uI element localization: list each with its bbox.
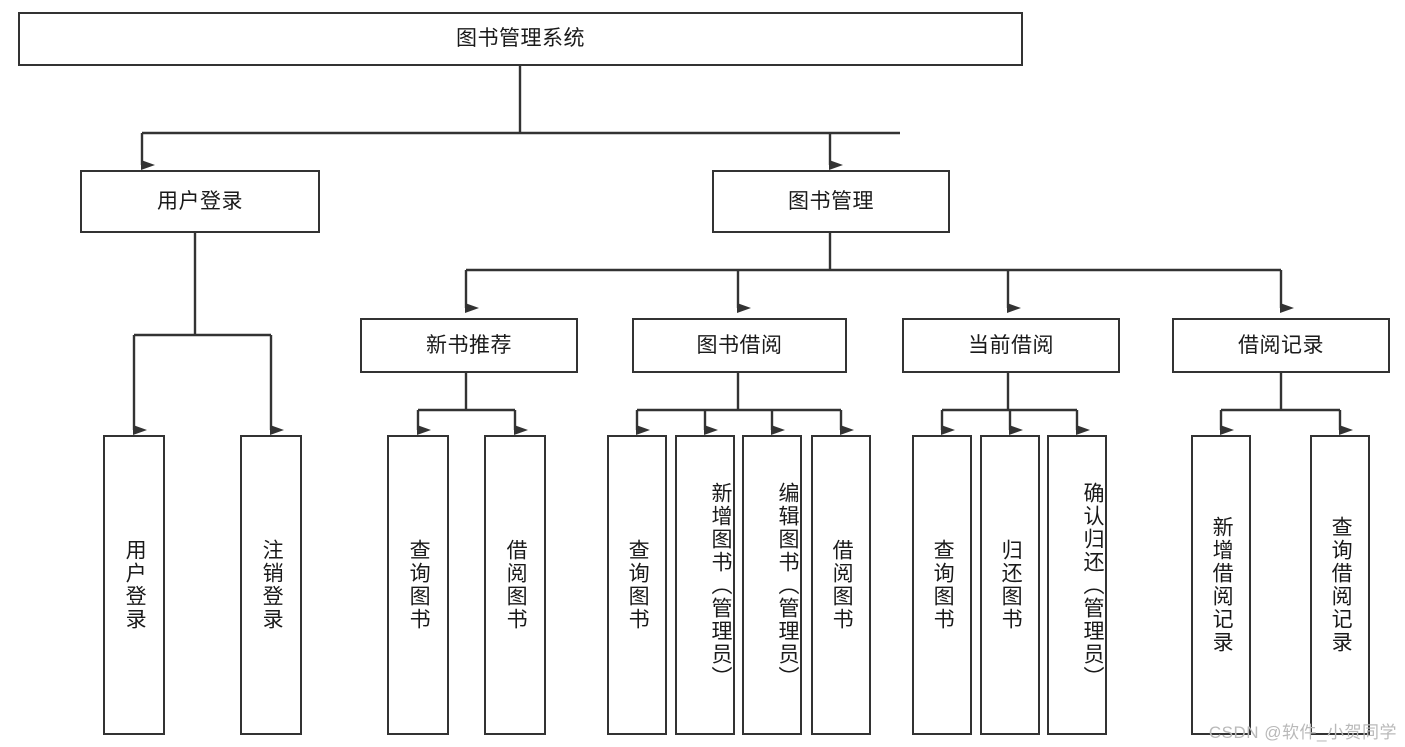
node-label: 用户登录 [123, 539, 147, 631]
leaf-record-query-record[interactable]: 查询借阅记录 [1310, 435, 1370, 735]
leaf-newbook-query-book[interactable]: 查询图书 [387, 435, 449, 735]
node-label: 借阅图书 [504, 539, 528, 631]
node-label: 注销登录 [260, 539, 284, 631]
watermark: CSDN @软件_小贺同学 [1208, 723, 1397, 742]
node-label: 确认归还（管理员） [1081, 481, 1104, 689]
node-label: 借阅图书 [830, 539, 854, 631]
node-label: 查询图书 [931, 539, 955, 631]
leaf-borrow-add-book-admin[interactable]: 新增图书（管理员） [675, 435, 735, 735]
leaf-borrow-edit-book-admin[interactable]: 编辑图书（管理员） [742, 435, 802, 735]
leaf-user-login-signin[interactable]: 用户登录 [103, 435, 165, 735]
node-new-book-recommend[interactable]: 新书推荐 [360, 318, 578, 373]
node-label: 借阅记录 [1238, 333, 1324, 357]
node-book-borrow[interactable]: 图书借阅 [632, 318, 847, 373]
leaf-current-query-book[interactable]: 查询图书 [912, 435, 972, 735]
node-label: 图书管理系统 [456, 27, 585, 51]
node-label: 归还图书 [999, 539, 1023, 631]
node-label: 编辑图书（管理员） [776, 481, 799, 689]
leaf-user-login-signout[interactable]: 注销登录 [240, 435, 302, 735]
node-label: 新增借阅记录 [1210, 516, 1234, 654]
node-borrow-record[interactable]: 借阅记录 [1172, 318, 1390, 373]
node-label: 查询图书 [407, 539, 431, 631]
node-book-management[interactable]: 图书管理 [712, 170, 950, 233]
leaf-newbook-borrow-book[interactable]: 借阅图书 [484, 435, 546, 735]
node-label: 图书借阅 [696, 333, 783, 357]
node-label: 新书推荐 [426, 333, 512, 357]
leaf-borrow-borrow-book[interactable]: 借阅图书 [811, 435, 871, 735]
leaf-current-return-book[interactable]: 归还图书 [980, 435, 1040, 735]
node-user-login[interactable]: 用户登录 [80, 170, 320, 233]
node-label: 查询借阅记录 [1329, 516, 1353, 654]
node-label: 查询图书 [626, 539, 650, 631]
node-label: 新增图书（管理员） [709, 481, 732, 689]
node-label: 用户登录 [157, 189, 243, 213]
leaf-borrow-query-book[interactable]: 查询图书 [607, 435, 667, 735]
node-current-borrow[interactable]: 当前借阅 [902, 318, 1120, 373]
node-label: 图书管理 [788, 189, 874, 213]
node-root-book-management-system[interactable]: 图书管理系统 [18, 12, 1023, 66]
node-label: 当前借阅 [968, 333, 1054, 357]
leaf-record-add-record[interactable]: 新增借阅记录 [1191, 435, 1251, 735]
leaf-current-confirm-return-admin[interactable]: 确认归还（管理员） [1047, 435, 1107, 735]
